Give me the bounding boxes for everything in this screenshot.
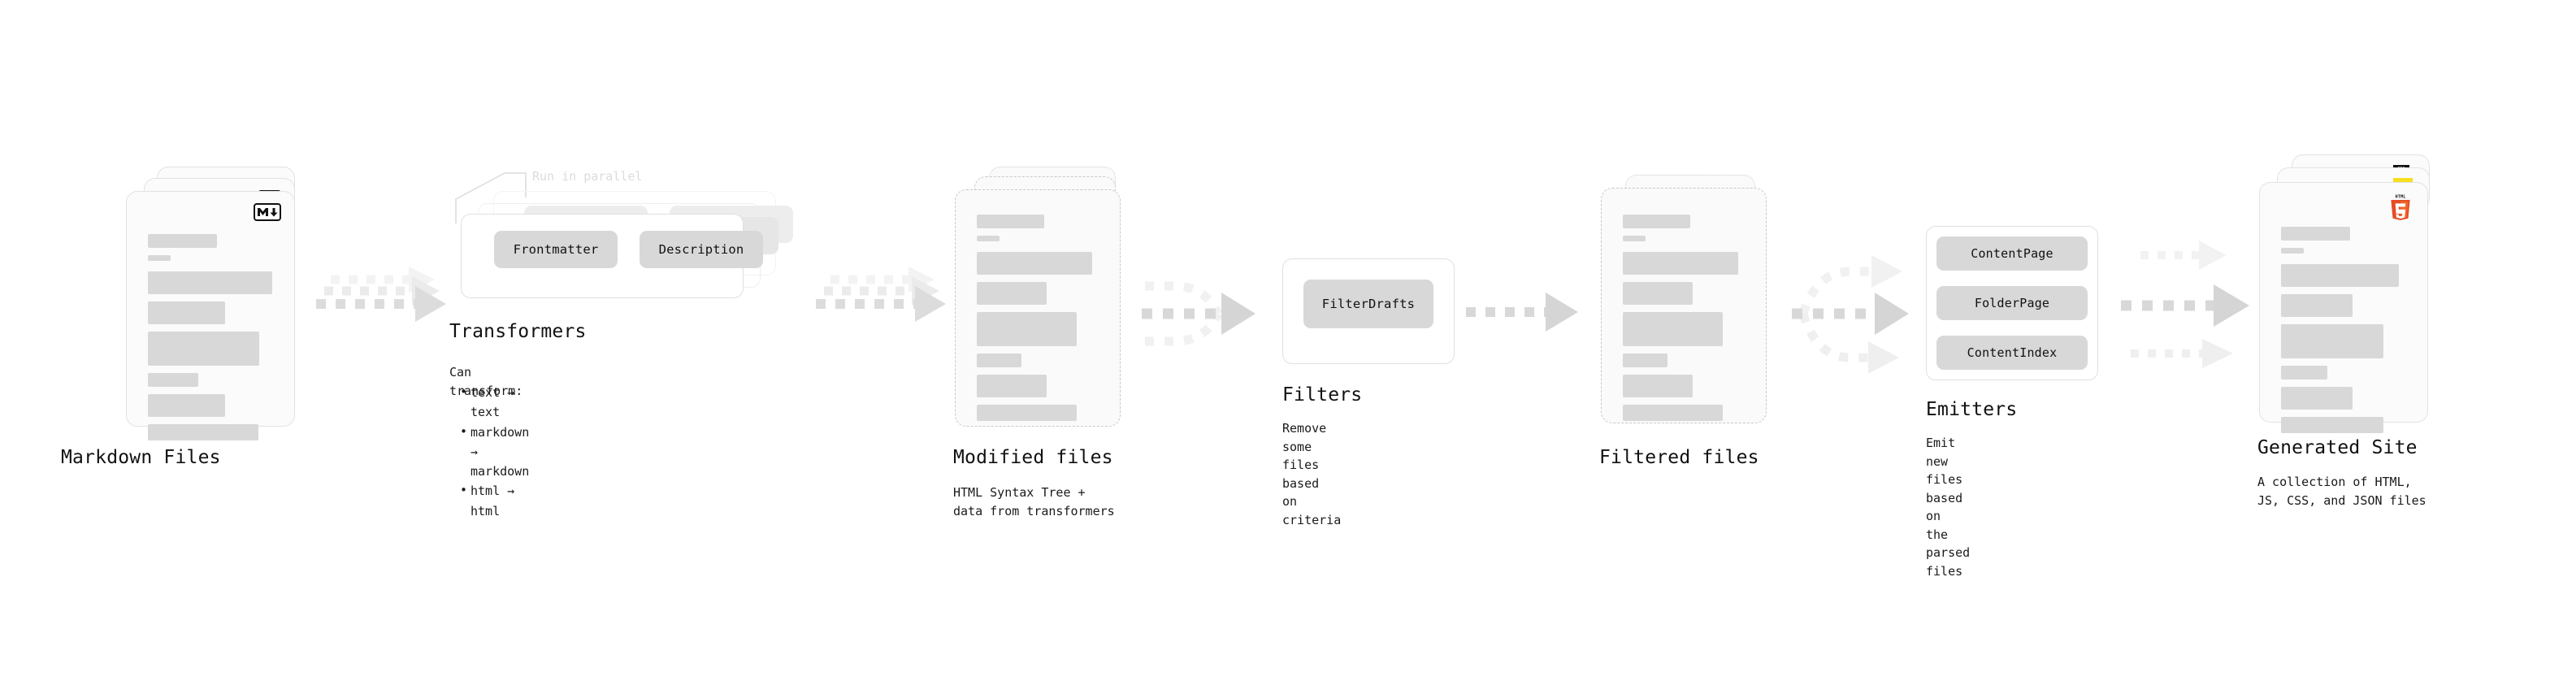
modified-card-front	[955, 189, 1121, 427]
stage-title-generated-site: Generated Site	[2257, 437, 2418, 458]
stage-title-transformers: Transformers	[449, 321, 587, 342]
stage-title-filtered-files: Filtered files	[1599, 447, 1759, 468]
generated-card-front: HTML	[2259, 182, 2428, 433]
list-item: html → html	[458, 480, 529, 521]
filtered-card-front	[1601, 188, 1767, 423]
card-content-lines	[2281, 227, 2409, 440]
stage-subtitle-modified-files: HTML Syntax Tree + data from transformer…	[953, 485, 1115, 518]
card-content-lines	[977, 215, 1102, 428]
generated-card-stack: CSS HTML	[2259, 154, 2462, 433]
connector-modified-to-filters	[1134, 244, 1280, 385]
list-item: text → text	[458, 382, 529, 423]
chip-contentindex[interactable]: ContentIndex	[1936, 336, 2088, 370]
card-content-lines	[148, 234, 276, 448]
list-item: markdown → markdown	[458, 422, 529, 482]
stage-subtitle-emitters: Emit new files based on the parsed files	[1926, 436, 1971, 579]
connector-md-to-transformers	[313, 262, 459, 346]
markdown-icon	[254, 203, 281, 221]
connector-emitters-to-site	[2113, 228, 2275, 393]
chip-frontmatter[interactable]: Frontmatter	[494, 231, 618, 268]
html5-icon: HTML	[2388, 193, 2413, 223]
connector-transformers-to-modified	[813, 262, 959, 346]
markdown-card-front	[126, 191, 295, 440]
stage-filtered-files: Filtered files	[1599, 175, 1788, 468]
chip-filterdrafts[interactable]: FilterDrafts	[1303, 280, 1433, 328]
stage-markdown-files: Markdown Files	[61, 167, 321, 468]
transformer-bullet-list: text → text markdown → markdown html → h…	[458, 382, 529, 521]
filtered-card-stack	[1601, 175, 1788, 427]
chip-contentpage[interactable]: ContentPage	[1936, 236, 2088, 271]
stage-generated-site: CSS HTML	[2257, 154, 2462, 508]
stage-subtitle-generated-site: A collection of HTML, JS, CSS, and JSON …	[2257, 475, 2426, 508]
card-content-lines	[1623, 215, 1748, 428]
connector-filtered-to-emitters	[1784, 228, 1946, 393]
connector-filters-to-filtered	[1463, 286, 1601, 346]
stage-title-modified-files: Modified files	[953, 447, 1113, 468]
stage-modified-files: Modified files HTML Syntax Tree + data f…	[953, 167, 1142, 518]
markdown-card-stack	[126, 167, 321, 440]
stage-title-filters: Filters	[1282, 384, 1363, 406]
run-in-parallel-label: Run in parallel	[532, 169, 643, 184]
chip-description[interactable]: Description	[640, 231, 763, 268]
run-in-parallel-bracket	[455, 172, 527, 223]
stage-title-markdown-files: Markdown Files	[61, 447, 221, 468]
stage-title-emitters: Emitters	[1926, 399, 2018, 420]
svg-text:HTML: HTML	[2396, 194, 2407, 199]
modified-card-stack	[955, 167, 1142, 427]
chip-folderpage[interactable]: FolderPage	[1936, 286, 2088, 320]
stage-subtitle-filters: Remove some files based on criteria	[1282, 421, 1342, 527]
